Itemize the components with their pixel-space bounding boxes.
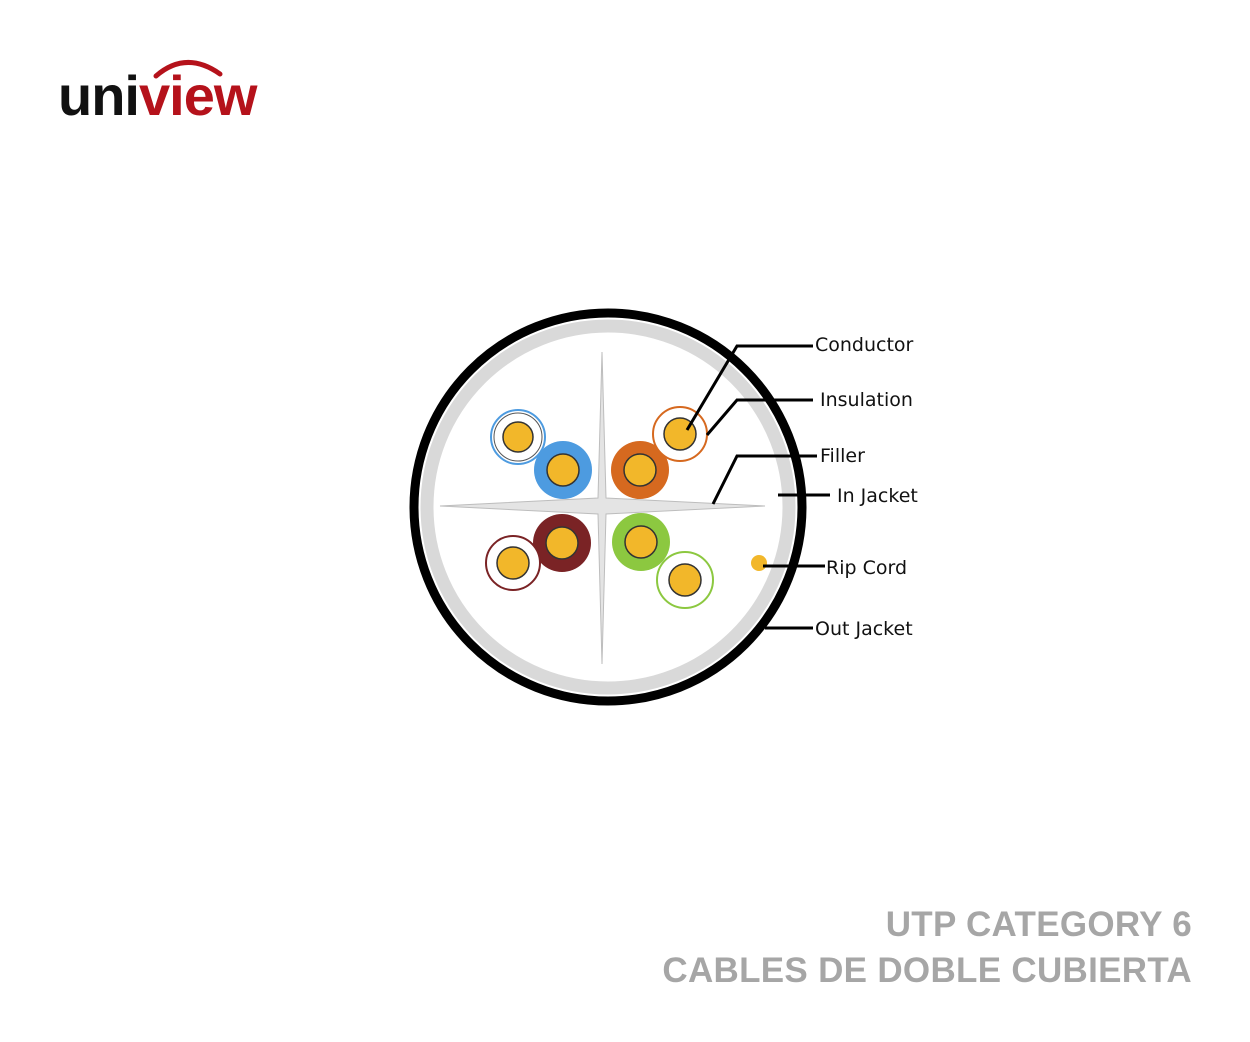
conductor-orange bbox=[623, 453, 657, 487]
pair-blue bbox=[490, 409, 592, 499]
svg-text:uniview: uniview bbox=[58, 64, 258, 127]
cable-cross-section-svg: Conductor Insulation Filler In Jacket Ri… bbox=[409, 308, 918, 706]
rip-cord bbox=[751, 555, 767, 571]
logo-text-prefix: uni bbox=[58, 64, 139, 127]
callout-filler: Filler bbox=[820, 445, 865, 467]
pair-green bbox=[612, 513, 714, 609]
pair-brown bbox=[485, 514, 591, 591]
cable-cross-section-diagram: Conductor Insulation Filler In Jacket Ri… bbox=[380, 280, 960, 720]
caption-line-1: UTP CATEGORY 6 bbox=[885, 905, 1192, 944]
uniview-logo: uniview bbox=[58, 40, 298, 130]
callout-insulation: Insulation bbox=[820, 389, 913, 411]
conductor-white-green bbox=[668, 563, 702, 597]
leader-line-insulation bbox=[705, 398, 813, 436]
caption: UTP CATEGORY 6 CABLES DE DOBLE CUBIERTA bbox=[662, 902, 1192, 994]
conductor-brown bbox=[545, 526, 579, 560]
leader-line-filler bbox=[711, 454, 817, 505]
conductor-white-blue bbox=[502, 421, 534, 453]
logo-graphic: uniview bbox=[58, 60, 259, 127]
conductor-white-brown bbox=[496, 546, 530, 580]
callout-conductor: Conductor bbox=[815, 334, 914, 356]
leader-line-conductor bbox=[685, 344, 813, 431]
filler bbox=[439, 351, 766, 665]
logo-arc bbox=[153, 60, 223, 79]
conductor-green bbox=[624, 525, 658, 559]
callout-out-jacket: Out Jacket bbox=[815, 618, 913, 640]
logo-text-suffix: view bbox=[139, 64, 258, 127]
caption-line-2: CABLES DE DOBLE CUBIERTA bbox=[662, 951, 1192, 990]
callout-rip-cord: Rip Cord bbox=[826, 557, 907, 579]
conductor-blue bbox=[546, 453, 580, 487]
callout-in-jacket: In Jacket bbox=[837, 485, 918, 507]
leader-lines bbox=[685, 344, 830, 630]
